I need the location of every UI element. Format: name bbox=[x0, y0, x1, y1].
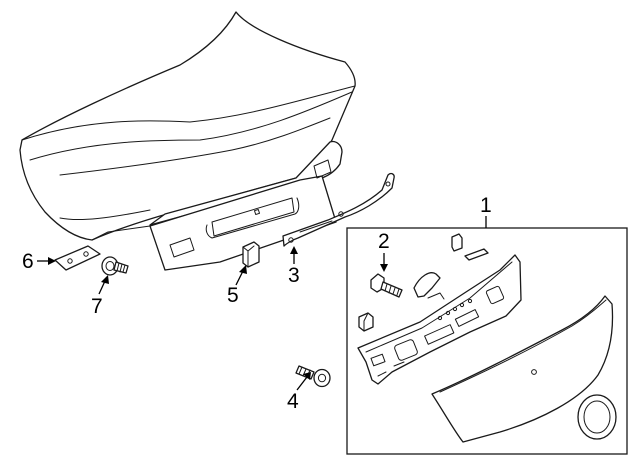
callout-1: 1 bbox=[480, 194, 492, 228]
callout-arrowhead-3 bbox=[290, 246, 298, 254]
part-2-bolt bbox=[370, 273, 403, 298]
part-4-bolt bbox=[295, 365, 331, 388]
callout-arrowhead-7 bbox=[101, 275, 109, 284]
callout-leader-5 bbox=[235, 270, 244, 286]
part-7-bolt bbox=[101, 256, 129, 276]
trunk-lid bbox=[19, 11, 356, 271]
callout-number-2: 2 bbox=[378, 230, 390, 253]
callout-number-3: 3 bbox=[288, 264, 300, 287]
callout-2: 2 bbox=[378, 230, 390, 272]
callout-number-6: 6 bbox=[22, 250, 34, 273]
callout-3: 3 bbox=[288, 246, 300, 287]
license-lamp-bracket bbox=[357, 254, 522, 385]
callout-arrowhead-2 bbox=[380, 264, 388, 272]
callout-arrowhead-5 bbox=[239, 265, 247, 274]
callout-number-5: 5 bbox=[227, 284, 239, 307]
callout-number-4: 4 bbox=[287, 390, 299, 413]
callout-arrowhead-6 bbox=[48, 257, 56, 265]
part-6-hinge-plate bbox=[54, 245, 101, 271]
trunk-garnish bbox=[431, 295, 614, 443]
callout-leader-7 bbox=[98, 280, 106, 295]
callout-7: 7 bbox=[91, 275, 109, 318]
part-3-bracket bbox=[282, 172, 395, 247]
part-1-box bbox=[346, 227, 628, 455]
callout-6: 6 bbox=[22, 250, 56, 273]
callout-number-1: 1 bbox=[480, 194, 492, 217]
callout-5: 5 bbox=[227, 265, 247, 307]
callout-number-7: 7 bbox=[91, 295, 103, 318]
emblem bbox=[577, 394, 617, 440]
part-5-clip bbox=[242, 241, 260, 268]
callout-4: 4 bbox=[287, 372, 311, 413]
part-1-group bbox=[346, 227, 628, 455]
callout-leader-4 bbox=[296, 376, 308, 391]
callout-arrowhead-4 bbox=[303, 372, 311, 380]
